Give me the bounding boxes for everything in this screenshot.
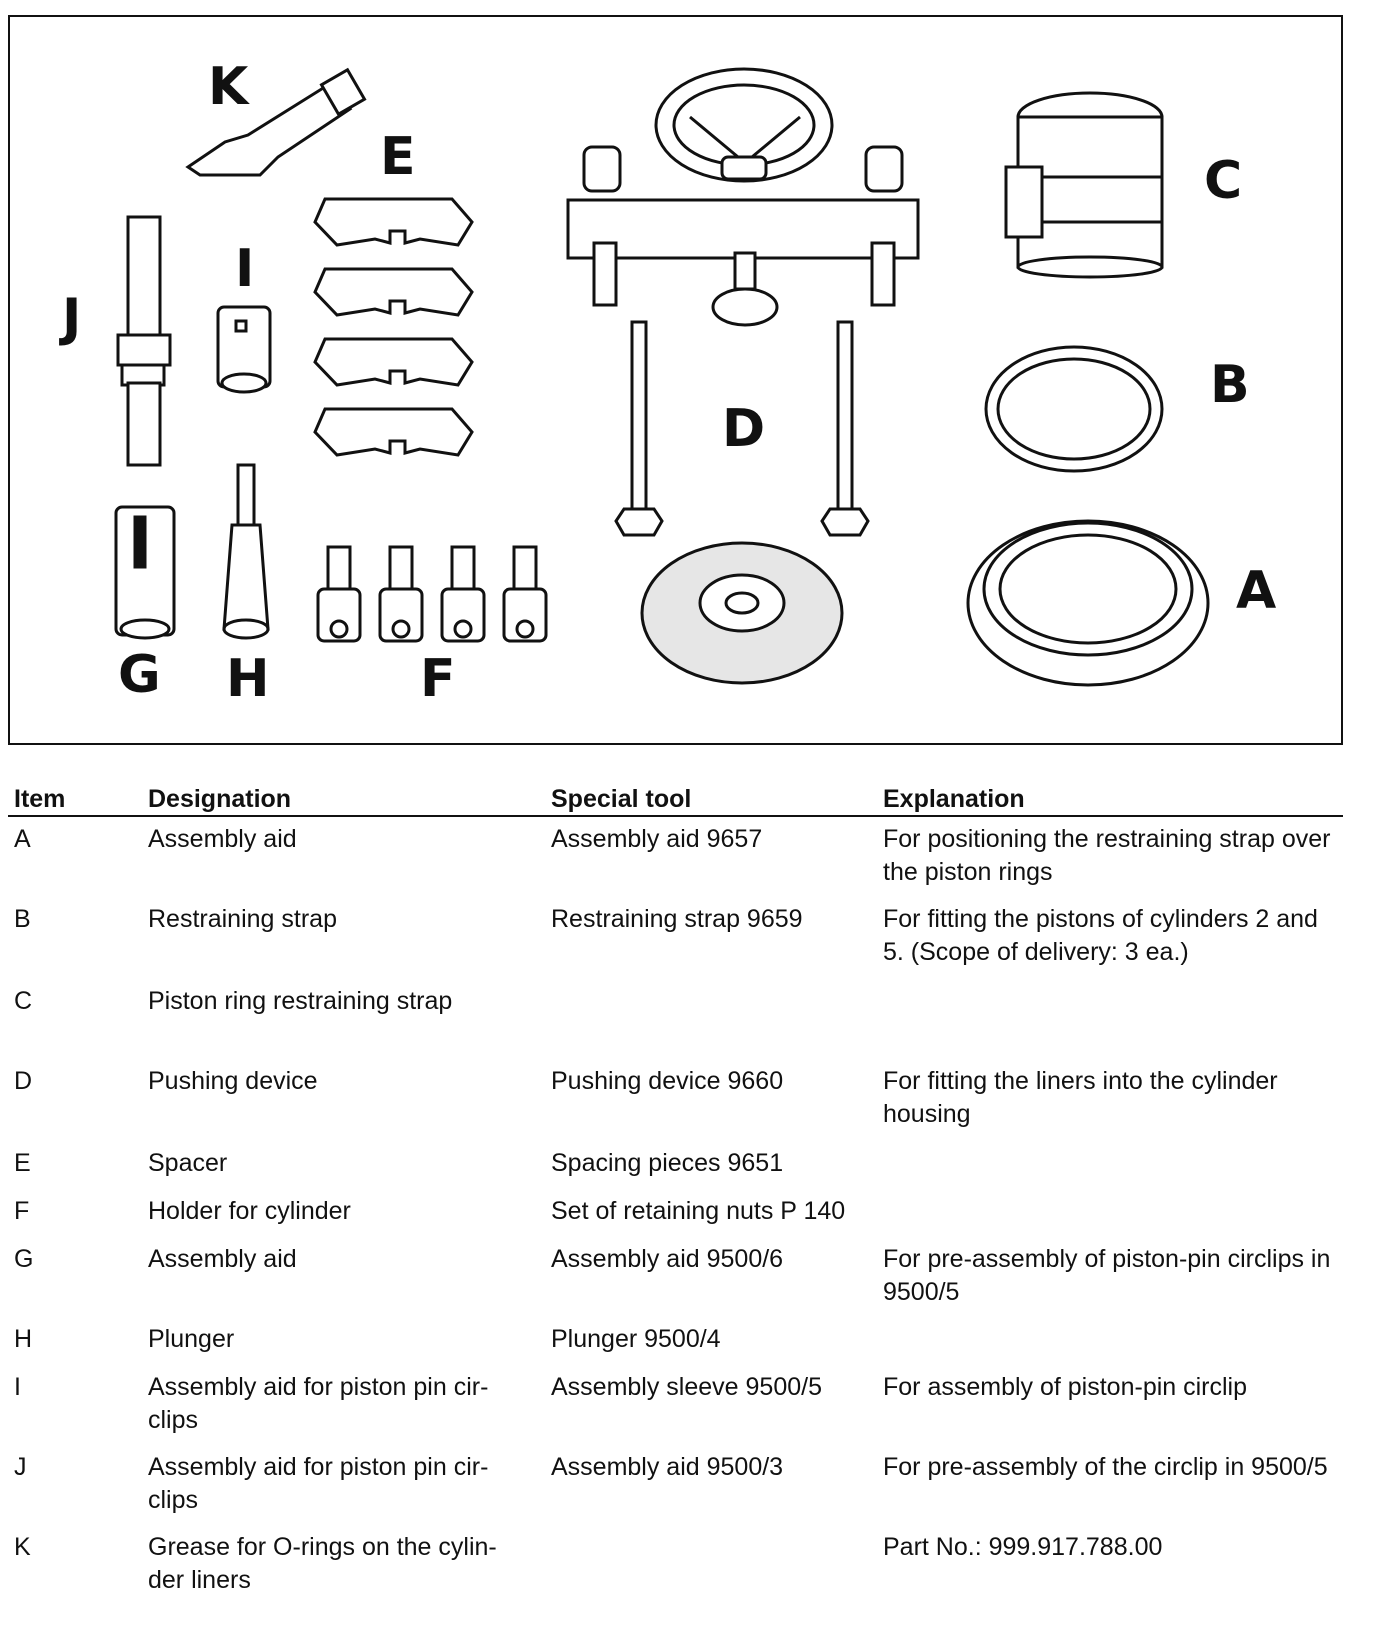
table-row: J Assembly aid for piston pin cir-clips …	[8, 1451, 1343, 1531]
tools-drawing	[114, 67, 1210, 687]
table-header: Item Designation Special tool Explanatio…	[8, 775, 1343, 817]
spacers-drawing	[313, 197, 474, 457]
assembly-sleeve-drawing	[216, 305, 272, 394]
label-b: B	[1210, 355, 1250, 415]
header-designation: Designation	[148, 785, 292, 813]
label-h: H	[226, 649, 270, 709]
cell-item: I	[14, 1373, 21, 1401]
cell-special-tool: Restraining strap 9659	[551, 905, 803, 933]
grease-tube-drawing	[185, 67, 367, 177]
label-a: A	[1236, 561, 1277, 621]
table-row: C Piston ring restraining strap	[8, 985, 1343, 1065]
cell-item: B	[14, 905, 31, 933]
table-row: D Pushing device Pushing device 9660 For…	[8, 1065, 1343, 1147]
table-row: A Assembly aid Assembly aid 9657 For pos…	[8, 823, 1343, 903]
table-row: G Assembly aid Assembly aid 9500/6 For p…	[8, 1243, 1343, 1323]
cell-item: J	[14, 1453, 27, 1481]
tools-illustration: K E I J C B D A G H F	[8, 15, 1343, 745]
cell-designation: Grease for O-rings on the cylin-der line…	[148, 1533, 497, 1594]
cell-designation: Holder for cylinder	[148, 1197, 351, 1225]
pushing-device-drawing	[566, 67, 920, 685]
table-row: B Restraining strap Restraining strap 96…	[8, 903, 1343, 985]
cell-item: E	[14, 1149, 31, 1177]
header-item: Item	[14, 785, 66, 813]
cell-explanation: For positioning the restraining strap ov…	[883, 825, 1331, 886]
assembly-aid-g-drawing	[114, 505, 176, 640]
cell-special-tool: Spacing pieces 9651	[551, 1149, 784, 1177]
cell-special-tool: Assembly aid 9500/3	[551, 1453, 784, 1481]
cell-explanation: Part No.: 999.917.788.00	[883, 1533, 1163, 1561]
cell-designation: Assembly aid for piston pin cir-clips	[148, 1373, 489, 1434]
cell-item: C	[14, 987, 33, 1015]
cell-explanation: For fitting the pistons of cylinders 2 a…	[883, 905, 1318, 966]
cell-designation: Piston ring restraining strap	[148, 987, 453, 1015]
cell-item: K	[14, 1533, 31, 1561]
cell-designation: Pushing device	[148, 1067, 318, 1095]
cell-designation: Assembly aid	[148, 825, 297, 853]
cell-designation: Assembly aid for piston pin cir-clips	[148, 1453, 489, 1514]
label-c: C	[1204, 151, 1243, 211]
table-row: K Grease for O-rings on the cylin-der li…	[8, 1531, 1343, 1601]
label-k: K	[208, 57, 249, 117]
header-explanation: Explanation	[883, 785, 1025, 813]
table-row: E Spacer Spacing pieces 9651	[8, 1147, 1343, 1195]
holders-drawing	[316, 545, 548, 643]
cell-special-tool: Assembly sleeve 9500/5	[551, 1373, 822, 1401]
label-i: I	[235, 239, 255, 299]
assembly-aid-ring-drawing	[966, 519, 1210, 687]
label-j: J	[62, 288, 82, 348]
piston-ring-strap-drawing	[1004, 91, 1164, 279]
cell-explanation: For assembly of piston-pin circlip	[883, 1373, 1248, 1401]
cell-special-tool: Plunger 9500/4	[551, 1325, 721, 1353]
label-f: F	[420, 649, 456, 709]
label-e: E	[380, 127, 416, 187]
cell-special-tool: Set of retaining nuts P 140	[551, 1197, 846, 1225]
label-g: G	[118, 645, 161, 705]
cell-designation: Spacer	[148, 1149, 228, 1177]
label-d: D	[722, 399, 766, 459]
table-row: I Assembly aid for piston pin cir-clips …	[8, 1371, 1343, 1451]
header-special-tool: Special tool	[551, 785, 692, 813]
cell-special-tool: Assembly aid 9500/6	[551, 1245, 784, 1273]
cell-explanation: For pre-assembly of piston-pin circlips …	[883, 1245, 1331, 1306]
table-row: H Plunger Plunger 9500/4	[8, 1323, 1343, 1371]
table-row: F Holder for cylinder Set of retaining n…	[8, 1195, 1343, 1243]
cell-designation: Restraining strap	[148, 905, 337, 933]
assembly-aid-j-drawing	[116, 215, 172, 467]
cell-item: F	[14, 1197, 30, 1225]
restraining-strap-drawing	[984, 345, 1164, 473]
cell-special-tool: Assembly aid 9657	[551, 825, 763, 853]
tools-table: Item Designation Special tool Explanatio…	[8, 775, 1343, 1601]
cell-item: D	[14, 1067, 33, 1095]
cell-explanation: For fitting the liners into the cylinder…	[883, 1067, 1278, 1128]
cell-item: A	[14, 825, 31, 853]
cell-designation: Plunger	[148, 1325, 235, 1353]
cell-explanation: For pre-assembly of the circlip in 9500/…	[883, 1453, 1328, 1481]
plunger-drawing	[222, 463, 270, 640]
cell-item: H	[14, 1325, 33, 1353]
cell-special-tool: Pushing device 9660	[551, 1067, 784, 1095]
cell-designation: Assembly aid	[148, 1245, 297, 1273]
cell-item: G	[14, 1245, 34, 1273]
